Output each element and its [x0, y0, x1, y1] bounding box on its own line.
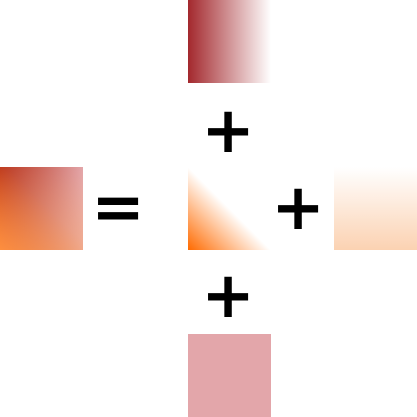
plus-sign-bottom: +: [201, 259, 255, 333]
vertical-gradient-swatch: [334, 167, 417, 250]
plus-sign-top: +: [201, 94, 255, 168]
diagonal-gradient-swatch: [188, 167, 271, 250]
result-swatch: [0, 167, 83, 250]
horizontal-gradient-swatch: [188, 0, 271, 83]
plus-sign-right: +: [271, 171, 325, 245]
solid-color-swatch: [188, 334, 271, 417]
equals-sign: =: [91, 171, 145, 245]
